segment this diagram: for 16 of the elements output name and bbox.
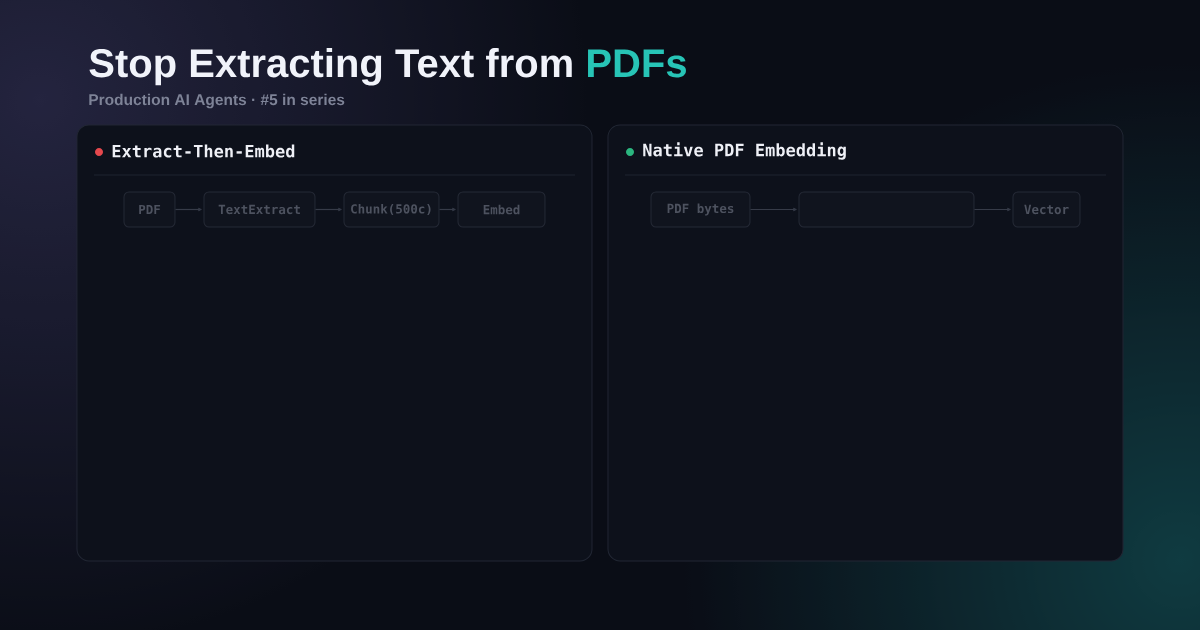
arrow xyxy=(438,207,456,212)
panel-heading: Extract-Then-Embed xyxy=(112,144,295,158)
process-box: PDF xyxy=(123,191,176,228)
arrow xyxy=(314,207,342,212)
process-box: TextExtract xyxy=(203,191,316,228)
process-box: Chunk(500c) xyxy=(343,191,440,228)
empty-box xyxy=(798,191,975,228)
arrow xyxy=(973,207,1011,212)
process-box: Vector xyxy=(1012,191,1081,228)
subtitle: Production AI Agents · #5 in series xyxy=(89,93,345,109)
process-box: Embed xyxy=(457,191,546,228)
title: Stop Extracting Text from PDFs xyxy=(89,48,686,86)
arrow xyxy=(749,207,797,212)
process-box: PDF bytes xyxy=(650,191,751,228)
arrow xyxy=(174,207,202,212)
panel-heading: Native PDF Embedding xyxy=(643,142,846,160)
